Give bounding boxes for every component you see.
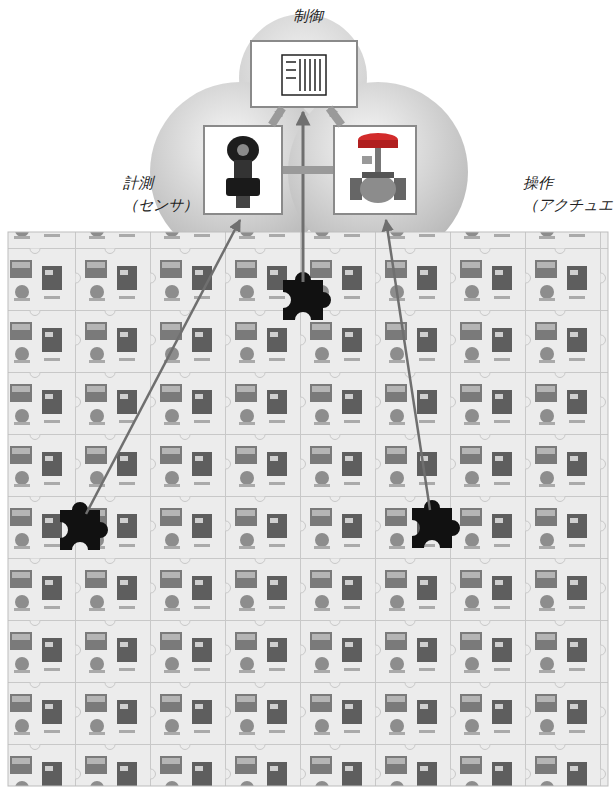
signal-bar (329, 108, 342, 125)
signal-bar (283, 166, 333, 174)
sensor-transmitter-icon (226, 136, 260, 208)
controller-icon (282, 55, 326, 95)
section-label: 操作 （アクチュエ (523, 173, 614, 217)
pointer-arrow (302, 112, 305, 282)
pointer-arrow (386, 220, 430, 510)
section-label: 制御 (278, 6, 338, 28)
control-valve-icon (350, 133, 406, 203)
signal-bar (272, 108, 283, 125)
equipment-puzzle-panel (8, 232, 608, 786)
puzzle-piece (283, 272, 331, 320)
pointer-arrow (86, 220, 240, 514)
device-box: 操作 （アクチュエ (333, 125, 417, 215)
puzzle-piece (412, 500, 460, 548)
puzzle-piece (60, 502, 108, 550)
section-label: 計測 （センサ） (123, 173, 203, 217)
device-box: 制御 (250, 40, 358, 108)
device-box: 計測 （センサ） (203, 125, 283, 215)
